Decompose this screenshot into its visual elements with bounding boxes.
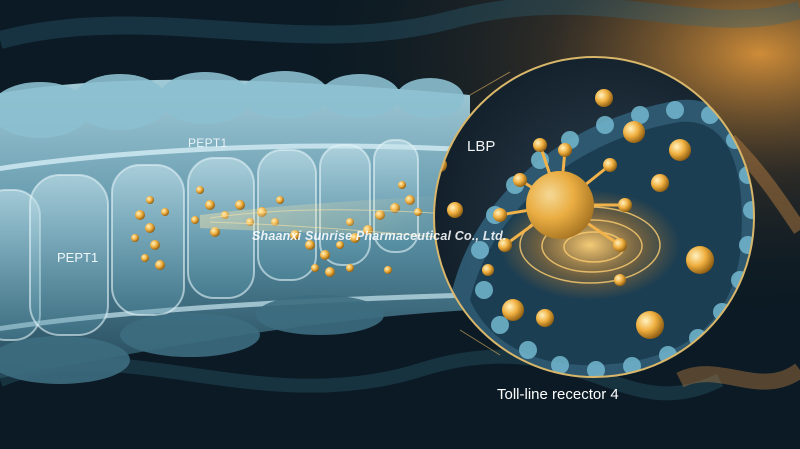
- watermark-text: Shaanxi Sunrise Pharmaceutical Co., Ltd.: [252, 229, 507, 243]
- pept1-label-left: PEPT1: [57, 250, 99, 265]
- receptor-caption: Toll-line recector 4: [497, 386, 619, 403]
- lbp-label: LBP: [467, 138, 496, 155]
- pept1-label-top: PEPT1: [188, 136, 228, 150]
